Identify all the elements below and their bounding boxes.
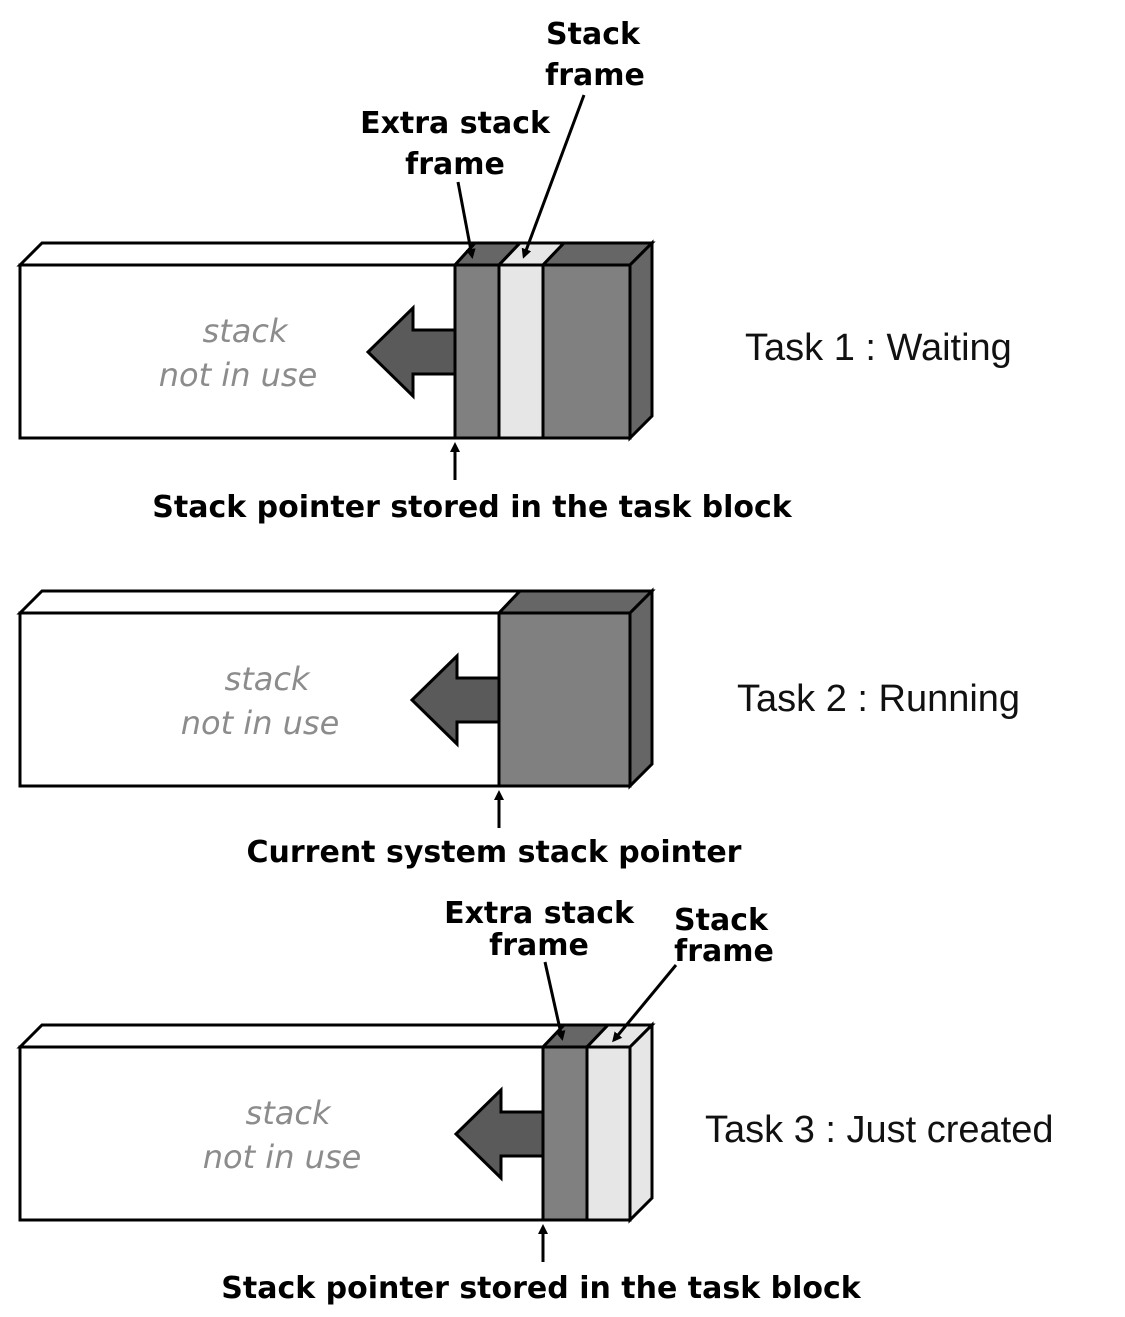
used-stack-top [495, 589, 656, 615]
unused-label-line1: stack [246, 1094, 332, 1132]
task-status-label: Task 3 : Just created [705, 1109, 1054, 1151]
stack-top-face [16, 241, 479, 267]
callout-extra-frame-line2: frame [489, 928, 589, 963]
pointer-label: Stack pointer stored in the task block [152, 490, 792, 525]
pointer-label: Stack pointer stored in the task block [221, 1271, 861, 1306]
used-stack [497, 611, 632, 788]
stack-side-face [628, 1021, 654, 1224]
stack-side-face [628, 587, 654, 790]
task-status-label: Task 1 : Waiting [745, 327, 1012, 369]
unused-label-line2: not in use [159, 356, 318, 394]
task-status-label: Task 2 : Running [737, 678, 1020, 720]
task-2-stack: stack not in use Current system stack po… [16, 587, 1020, 870]
callout-stack-frame-arrow [521, 94, 586, 259]
callout-stack-frame-arrow [612, 964, 678, 1043]
extra-stack-frame [453, 263, 501, 440]
stack-top-face [16, 1023, 568, 1049]
stack-side-face [628, 239, 654, 442]
unused-label-line1: stack [203, 312, 289, 350]
callout-stack-frame-line2: frame [674, 934, 774, 969]
growth-arrow-icon [409, 652, 501, 748]
unused-label-line1: stack [225, 660, 311, 698]
callout-stack-frame-line2: frame [545, 58, 645, 93]
task-3-stack: stack not in use Stack pointer stored in… [16, 896, 1054, 1306]
growth-arrow-icon [453, 1086, 545, 1182]
unused-label-line2: not in use [181, 704, 340, 742]
callout-extra-frame-arrow [456, 181, 476, 259]
pointer-label: Current system stack pointer [247, 835, 742, 870]
callout-stack-frame-line1: Stack [546, 17, 641, 52]
stack-frame [497, 263, 545, 440]
callout-extra-frame-line2: frame [405, 147, 505, 182]
stack-frame [585, 1045, 632, 1222]
callout-extra-frame-line1: Extra stack [360, 106, 551, 141]
callout-stack-frame-line1: Stack [674, 903, 769, 938]
callout-extra-frame-line1: Extra stack [444, 896, 635, 931]
extra-stack-frame [541, 1045, 589, 1222]
stack-top-face [16, 589, 524, 615]
task-1-stack: stack not in use Stack pointer stored in… [16, 17, 1012, 525]
used-stack [541, 263, 632, 440]
callout-extra-frame-arrow [543, 961, 566, 1041]
unused-label-line2: not in use [203, 1138, 362, 1176]
growth-arrow-icon [365, 304, 457, 400]
